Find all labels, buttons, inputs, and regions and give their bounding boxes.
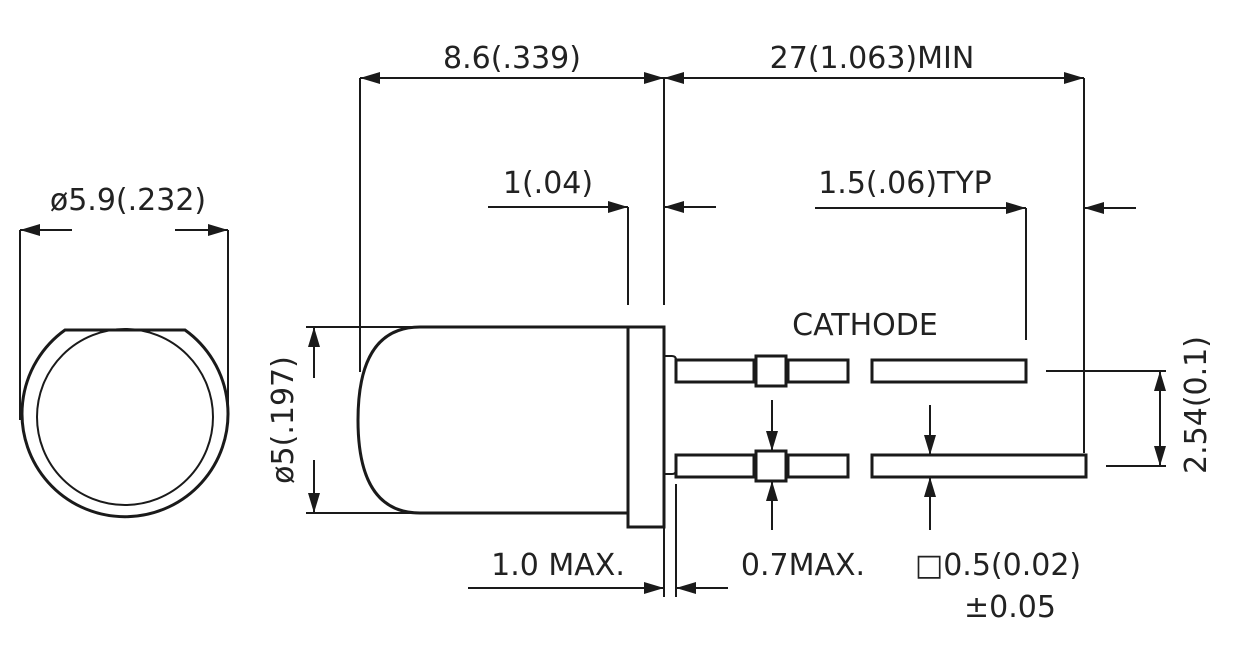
lead-size-label: □0.5(0.02) [915,548,1081,583]
dim-lead-bulge: 0.7MAX. [741,400,865,583]
arrowhead [664,201,684,213]
arrowhead [208,224,228,236]
arrowhead [1084,202,1104,214]
dim-flange-thickness: 1(.04) [488,166,716,305]
body-diameter-label: ø5(.197) [266,356,301,484]
dim-lead-length: 27(1.063)MIN [664,41,1085,453]
lead-tolerance-label: ±0.05 [964,590,1056,625]
cathode-label: CATHODE [792,308,938,343]
lead-spacing-label: 2.54(0.1) [1179,336,1214,474]
end-view-inner-circle [36,328,214,506]
arrowhead [924,477,936,497]
lead-bottom-seg-1 [674,453,756,479]
arrowhead [1064,72,1084,84]
arrowhead [360,72,380,84]
lead-length-label: 27(1.063)MIN [770,41,975,76]
arrowhead [676,582,696,594]
leads [664,354,1088,483]
lead-top-bend [664,355,677,380]
arrowhead [1154,371,1166,391]
arrowhead [766,431,778,451]
dim-lead-spacing: 2.54(0.1) [1046,336,1214,474]
lead-bottom-seg-3 [870,453,1088,479]
lead-top-seg-1 [674,358,756,384]
led-flange [626,325,666,529]
arrowhead [664,72,684,84]
arrowhead [644,72,664,84]
lead-top-seg-2 [786,358,850,384]
lead-bottom-seg-2 [786,453,850,479]
arrowhead [308,327,320,347]
flange-max-label: 1.0 MAX. [491,548,625,583]
arrowhead [608,201,628,213]
arrowhead [924,435,936,455]
lead-top-seg-3 [870,358,1028,384]
arrowhead [1154,446,1166,466]
arrowhead [308,493,320,513]
dim-body-diameter: ø5(.197) [266,326,628,514]
dim-lead-offset: 1.5(.06)TYP [815,166,1136,340]
lead-bottom-bulge [754,449,788,483]
end-view: ø5.9(.232) [19,183,230,519]
lead-bottom-bend [664,455,677,475]
end-view-outer-outline [20,328,230,519]
dim-flange-max: 1.0 MAX. [468,484,728,597]
body-length-label: 8.6(.339) [443,41,581,76]
flange-thickness-label: 1(.04) [503,166,593,201]
lead-bulge-label: 0.7MAX. [741,548,865,583]
end-diameter-label: ø5.9(.232) [50,183,206,218]
dim-lead-size: □0.5(0.02) ±0.05 [915,405,1081,625]
arrowhead [20,224,40,236]
lead-offset-label: 1.5(.06)TYP [818,166,992,201]
lead-top-bulge [754,354,788,388]
arrowhead [1006,202,1026,214]
arrowhead [766,481,778,501]
arrowhead [644,582,664,594]
dim-body-length: 8.6(.339) [359,41,665,372]
led-dome-body [356,325,628,515]
led-body [356,325,666,529]
